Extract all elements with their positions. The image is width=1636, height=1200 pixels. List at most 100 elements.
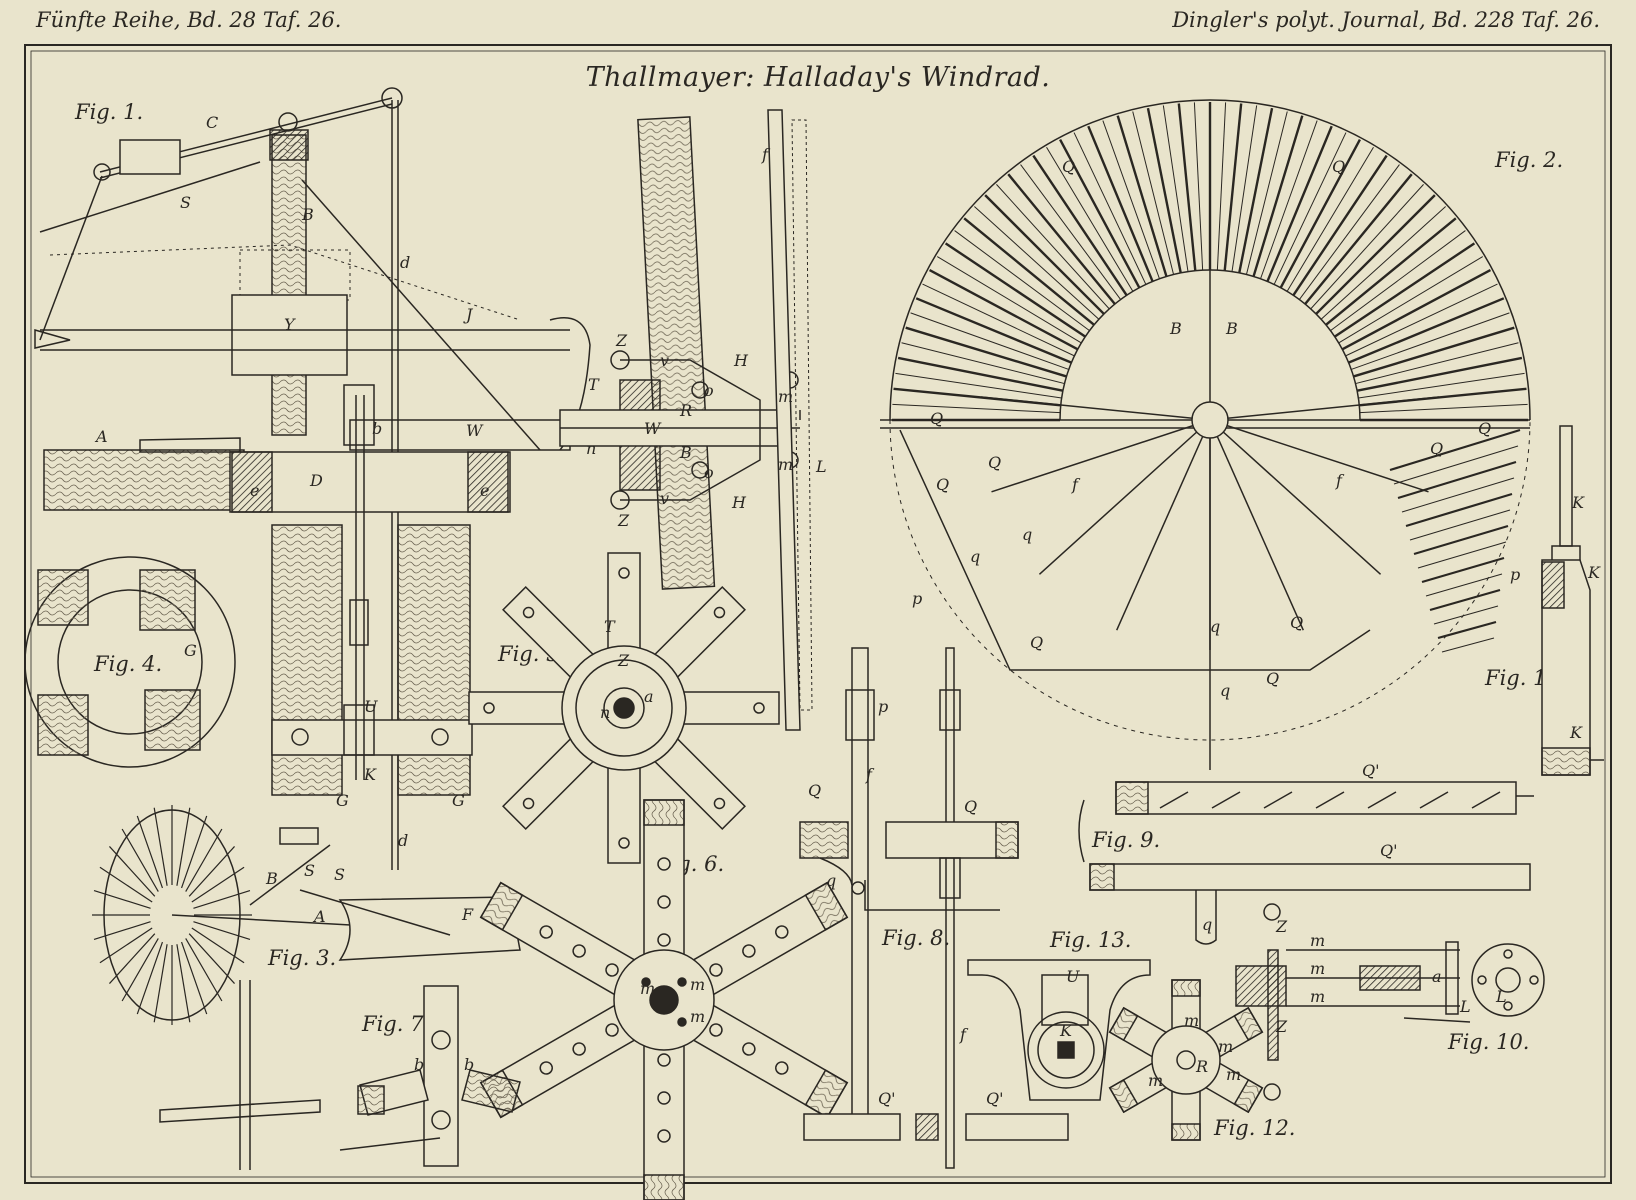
fig2-label: p — [912, 589, 922, 608]
fig10-label: L — [1459, 997, 1471, 1016]
fig8-drawing — [799, 647, 1069, 1169]
plate-title: Thallmayer: Halladay's Windrad. — [585, 62, 1051, 93]
fig1-hub-label: H — [731, 493, 747, 512]
fig1-label: W — [466, 421, 484, 440]
fig2-label: q — [1220, 681, 1230, 700]
fig12-drawing — [1108, 979, 1264, 1141]
fig9-label: q — [1202, 915, 1212, 934]
fig11-drawing — [1541, 425, 1604, 776]
fig10-drawing — [1235, 903, 1545, 1101]
fig1-label: D — [309, 471, 323, 490]
fig1-label: A — [94, 427, 108, 446]
fig11-label: K — [1569, 723, 1583, 742]
fig3-caption: Fig. 3. — [268, 946, 337, 970]
fig4-label: G — [184, 641, 197, 660]
fig2-label: Q — [1478, 419, 1491, 438]
fig2-caption: Fig. 2. — [1495, 148, 1564, 172]
fig1-label: C — [206, 113, 218, 132]
fig4-drawing — [24, 556, 236, 768]
fig1-label: d — [400, 253, 410, 272]
fig8-label: p — [878, 697, 888, 716]
fig1-label: G — [336, 791, 349, 810]
fig8-label: Q' — [878, 1089, 896, 1108]
fig1-label: b — [372, 419, 382, 438]
fig7-drawing — [339, 985, 521, 1167]
fig1-drawing — [34, 87, 591, 870]
fig8-caption: Fig. 8. — [882, 926, 951, 950]
fig3-drawing — [92, 805, 531, 1170]
fig12-label: m — [1184, 1011, 1199, 1030]
fig10-label: L — [1495, 987, 1507, 1006]
fig12-caption: Fig. 12. — [1214, 1116, 1296, 1140]
fig8-label: Q — [964, 797, 977, 816]
fig2-label: q — [1210, 617, 1220, 636]
fig2-label: f — [1071, 475, 1081, 494]
fig9-drawing — [1078, 781, 1534, 945]
fig8-label: Q' — [986, 1089, 1004, 1108]
fig1-caption: Fig. 1. — [75, 100, 144, 124]
fig1-label: U — [364, 697, 378, 716]
fig13-drawing — [967, 959, 1151, 1101]
fig1-label: J — [463, 305, 474, 324]
fig11-label: K — [1571, 493, 1585, 512]
fig1-hub-label: m — [778, 455, 793, 474]
fig10-label: m — [1310, 959, 1325, 978]
fig2-label: q — [1022, 525, 1032, 544]
fig1-hub-label: m — [778, 387, 793, 406]
fig1-hub-label: o — [704, 381, 714, 400]
fig8-label: q — [826, 871, 836, 890]
fig1-hub-label: Z — [617, 511, 630, 530]
fig7-label: b — [464, 1055, 474, 1074]
fig1-hub-drawing — [559, 109, 813, 731]
fig12-label: m — [1226, 1065, 1241, 1084]
fig2-label: p — [1510, 565, 1520, 584]
fig1-hub-label: o — [704, 463, 714, 482]
fig3-label: S — [334, 865, 345, 884]
fig5-label: a — [644, 687, 654, 706]
fig2-label: Q — [1062, 157, 1075, 176]
fig8-label: f — [959, 1025, 969, 1044]
fig1-label: G — [452, 791, 465, 810]
fig1-hub-label: v — [660, 351, 669, 370]
fig1-hub-label: f — [761, 145, 771, 164]
plate-border — [24, 44, 1612, 1184]
fig1-hub-label: T — [588, 375, 600, 394]
fig12-label: R — [1195, 1057, 1208, 1076]
fig9-label: Q' — [1362, 761, 1380, 780]
fig12-label: m — [1218, 1037, 1233, 1056]
fig2-label: Q — [930, 409, 943, 428]
fig2-label: Q — [1332, 157, 1345, 176]
fig1-label: e — [480, 481, 489, 500]
fig1-hub-label: B — [679, 443, 692, 462]
fig2-label: Q — [936, 475, 949, 494]
fig1-hub-label: Z — [615, 331, 628, 350]
fig2-drawing — [880, 99, 1531, 770]
fig6-drawing — [479, 799, 849, 1200]
fig2-label: f — [1335, 471, 1345, 490]
fig5-label: Z — [617, 651, 630, 670]
fig2-label: Q — [1290, 613, 1303, 632]
fig5-label: T — [604, 617, 616, 636]
fig12-label: m — [1148, 1071, 1163, 1090]
fig13-label: U — [1066, 967, 1080, 986]
fig1-hub-label: n — [586, 439, 596, 458]
fig1-hub-label: v — [660, 489, 669, 508]
fig10-label: a — [1432, 967, 1442, 986]
fig4-caption: Fig. 4. — [94, 652, 163, 676]
fig6-label: m — [690, 975, 705, 994]
fig3-label: A — [312, 907, 326, 926]
fig3-label: F — [461, 905, 474, 924]
fig3-label: B — [265, 869, 278, 888]
fig5-drawing — [468, 552, 780, 864]
fig2-label: Q — [1266, 669, 1279, 688]
fig2-label: Q — [1430, 439, 1443, 458]
fig1-hub-label: R — [679, 401, 692, 420]
fig2-label: Q — [1030, 633, 1043, 652]
fig6-label: m — [690, 1007, 705, 1026]
fig1-label: Y — [284, 315, 296, 334]
fig11-label: K — [1587, 563, 1601, 582]
fig8-label: f — [865, 765, 875, 784]
fig7-label: b — [414, 1055, 424, 1074]
fig5-label: n — [600, 703, 610, 722]
fig3-label: S — [304, 861, 315, 880]
